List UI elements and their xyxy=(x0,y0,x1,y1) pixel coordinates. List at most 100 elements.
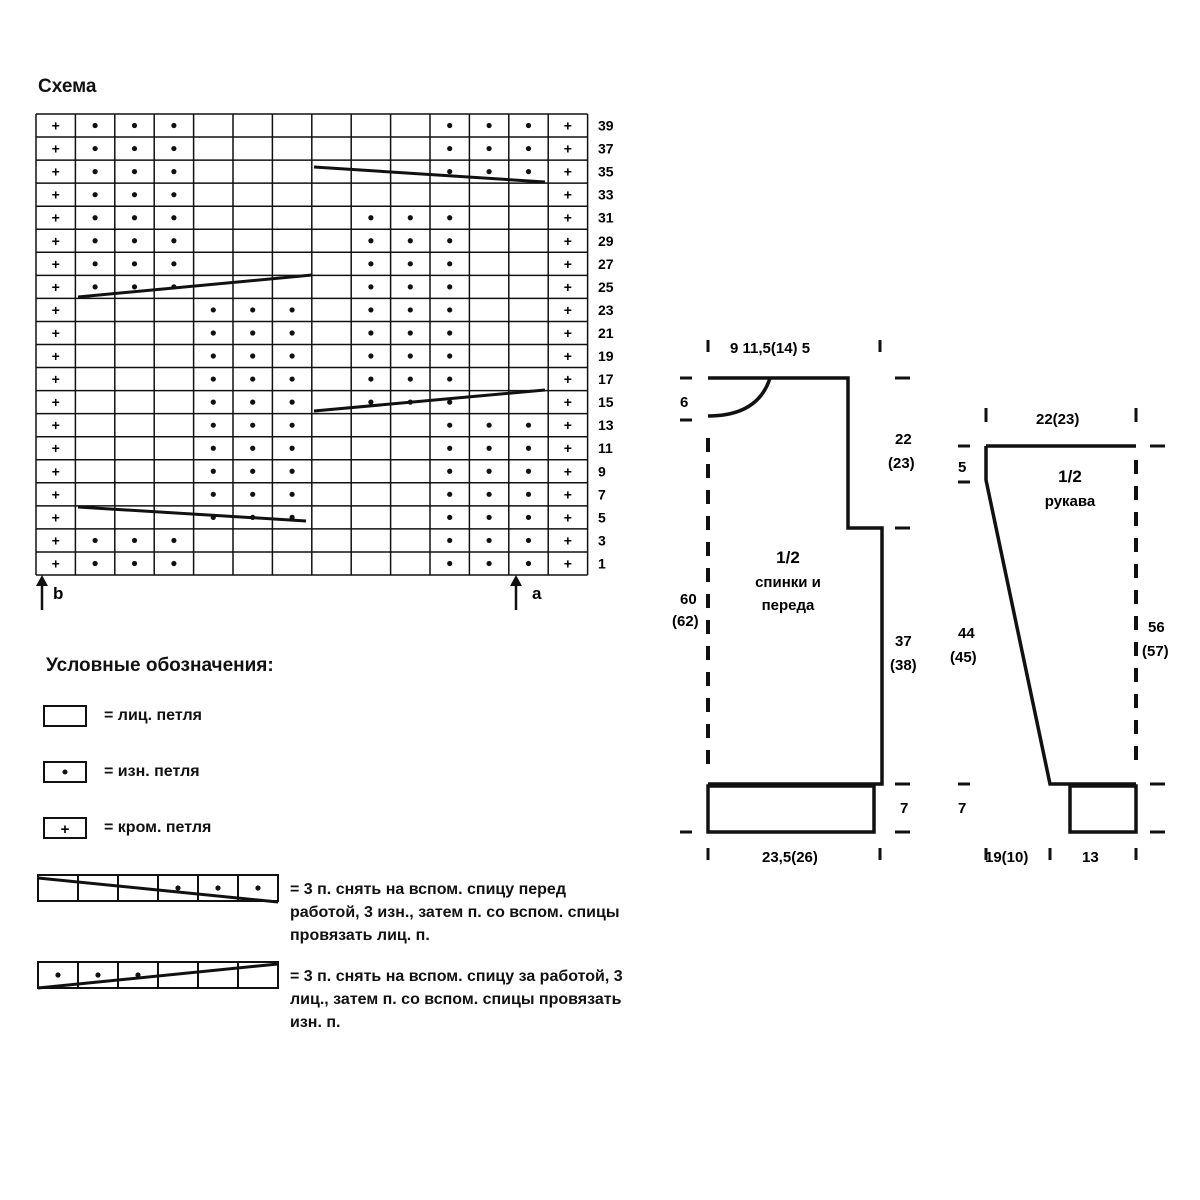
body-tick-marks xyxy=(680,340,910,860)
body-side-1: 37 xyxy=(895,633,912,650)
edge-stitch: + xyxy=(564,417,572,433)
row-label: 29 xyxy=(598,233,614,249)
purl-stitch xyxy=(486,514,492,520)
purl-stitch xyxy=(92,238,98,244)
purl-stitch xyxy=(525,514,532,520)
purl-stitch xyxy=(447,376,453,382)
purl-stitch xyxy=(210,376,216,382)
purl-stitch xyxy=(92,537,98,544)
sleeve-cap-height: 5 xyxy=(958,459,966,476)
purl-stitch xyxy=(447,491,453,497)
edge-stitch: + xyxy=(52,348,60,364)
purl-stitch xyxy=(447,261,453,267)
purl-stitch xyxy=(368,399,374,405)
edge-stitch: + xyxy=(564,486,572,502)
purl-stitch xyxy=(525,491,532,497)
edge-stitch: + xyxy=(52,233,60,249)
purl-stitch xyxy=(131,284,138,290)
purl-stitch xyxy=(92,122,98,129)
chart-cables xyxy=(77,165,546,523)
row-label: 25 xyxy=(598,279,614,295)
purl-stitch xyxy=(210,445,216,451)
edge-stitch: + xyxy=(52,394,60,410)
body-width: 23,5(26) xyxy=(762,849,818,866)
purl-stitch xyxy=(131,261,138,267)
edge-stitch: + xyxy=(52,118,60,134)
purl-stitch xyxy=(525,169,532,175)
purl-stitch xyxy=(131,192,138,198)
purl-stitch xyxy=(486,422,492,428)
body-armhole-1: 22 xyxy=(895,431,912,448)
chart-grid: ++++++++++++++++++++++++++++++++++++++++ xyxy=(35,113,589,576)
edge-stitch: + xyxy=(564,187,572,203)
body-side-2: (38) xyxy=(890,657,917,674)
purl-stitch xyxy=(250,307,256,313)
purl-stitch xyxy=(210,491,216,497)
purl-stitch xyxy=(447,560,453,567)
purl-stitch xyxy=(289,468,295,474)
sleeve-right-2: (57) xyxy=(1142,643,1169,660)
purl-stitch xyxy=(289,376,295,382)
row-label: 31 xyxy=(598,210,614,226)
sleeve-tick-marks xyxy=(958,408,1165,860)
purl-stitch xyxy=(368,307,374,313)
purl-stitch xyxy=(92,560,98,567)
purl-stitch xyxy=(92,261,98,267)
purl-stitch xyxy=(210,468,216,474)
purl-stitch xyxy=(171,238,177,244)
row-label: 35 xyxy=(598,164,614,180)
purl-stitch xyxy=(131,537,138,544)
row-label: 11 xyxy=(598,440,613,456)
legend-edge-text: = кром. петля xyxy=(104,819,212,836)
edge-stitch: + xyxy=(564,118,572,134)
purl-stitch xyxy=(525,468,532,474)
body-label-3: переда xyxy=(762,597,815,614)
body-label-2: спинки и xyxy=(755,574,821,591)
edge-stitch: + xyxy=(52,279,60,295)
row-label: 7 xyxy=(598,486,606,502)
purl-stitch xyxy=(210,399,216,405)
legend-knit-text: = лиц. петля xyxy=(104,707,202,724)
purl-stitch xyxy=(486,169,492,175)
purl-stitch xyxy=(407,353,413,359)
purl-stitch xyxy=(525,422,532,428)
edge-stitch: + xyxy=(564,164,572,180)
body-total-1: 60 xyxy=(680,591,697,608)
cable-line xyxy=(77,505,307,523)
edge-stitch: + xyxy=(52,509,60,525)
svg-text:+: + xyxy=(61,821,70,838)
arrow-a-label: a xyxy=(532,584,542,603)
edge-stitch: + xyxy=(52,187,60,203)
row-label: 39 xyxy=(598,118,614,134)
purl-stitch xyxy=(525,445,532,451)
purl-stitch xyxy=(171,192,177,198)
legend-cable-back-text: = 3 п. снять на вспом. спицу за работой,… xyxy=(290,968,623,1031)
purl-stitch xyxy=(250,445,256,451)
purl-stitch xyxy=(289,307,295,313)
sleeve-left-2: (45) xyxy=(950,649,977,666)
purl-stitch xyxy=(131,169,138,175)
edge-stitch: + xyxy=(564,394,572,410)
purl-stitch xyxy=(447,514,453,520)
sleeve-left-1: 44 xyxy=(958,625,975,642)
purl-stitch xyxy=(250,376,256,382)
purl-stitch xyxy=(447,353,453,359)
edge-stitch: + xyxy=(52,371,60,387)
arrow-b-label: b xyxy=(53,584,63,603)
edge-stitch: + xyxy=(564,463,572,479)
purl-stitch xyxy=(131,560,138,567)
purl-stitch xyxy=(210,307,216,313)
purl-stitch xyxy=(131,145,138,152)
legend-knit-symbol xyxy=(43,705,87,727)
purl-stitch xyxy=(486,445,492,451)
purl-stitch xyxy=(407,330,413,336)
purl-stitch xyxy=(368,238,374,244)
purl-stitch xyxy=(131,238,138,244)
row-label: 5 xyxy=(598,509,606,525)
purl-stitch xyxy=(92,145,98,152)
purl-stitch xyxy=(447,145,453,152)
purl-stitch xyxy=(250,468,256,474)
row-label: 23 xyxy=(598,302,614,318)
purl-stitch xyxy=(210,330,216,336)
